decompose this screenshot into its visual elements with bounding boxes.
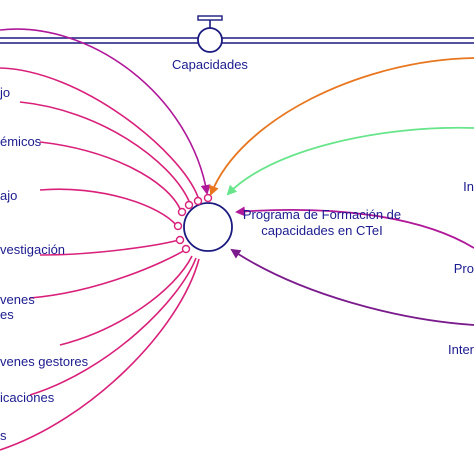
- left-labels: jo émicos ajo vestigación venes es venes…: [0, 85, 89, 443]
- left-label-4: vestigación: [0, 242, 65, 257]
- connector-left-3: [39, 141, 182, 212]
- left-label-7: venes gestores: [0, 354, 89, 369]
- stock-label-line2: capacidades en CTeI: [261, 223, 382, 238]
- left-label-3: ajo: [0, 188, 17, 203]
- connector-left-2: [19, 101, 190, 202]
- connector-left-4: [39, 188, 178, 227]
- right-label-3: Inter: [448, 342, 474, 357]
- connector-left-7: [59, 255, 193, 346]
- left-label-6: es: [0, 307, 14, 322]
- flow-label: Capacidades: [172, 57, 248, 72]
- right-label-2: Pro: [454, 261, 474, 276]
- connector-magenta: [235, 206, 474, 249]
- right-label-1: In: [463, 179, 474, 194]
- left-label-1: jo: [0, 85, 10, 100]
- connector-left-6: [29, 249, 186, 299]
- left-label-9: s: [0, 428, 7, 443]
- connector-left-9: [0, 258, 200, 451]
- stock-label-line1: Programa de Formación de: [243, 207, 401, 222]
- connector-purple: [230, 248, 474, 326]
- link-end-markers: [173, 193, 213, 254]
- left-label-2: émicos: [0, 134, 42, 149]
- flow-pipe: [0, 37, 474, 44]
- left-label-8: icaciones: [0, 390, 55, 405]
- right-labels: In Pro Inter: [448, 179, 474, 357]
- connector-green: [226, 126, 474, 196]
- valve-icon[interactable]: [197, 15, 223, 53]
- stock-node[interactable]: [183, 202, 233, 252]
- connector-left-5: [39, 239, 180, 256]
- connector-left-8: [29, 257, 197, 396]
- connector-orange: [209, 57, 474, 196]
- left-label-5: venes: [0, 292, 35, 307]
- left-connectors: [0, 28, 211, 451]
- connector-top-left-1: [0, 28, 211, 195]
- connector-left-1: [0, 67, 199, 198]
